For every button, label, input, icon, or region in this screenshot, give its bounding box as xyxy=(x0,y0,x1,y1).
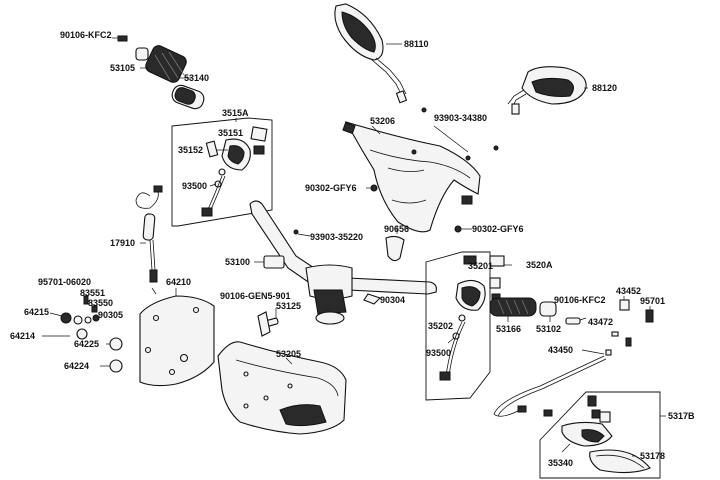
label-90106-kfc2-b: 90106-KFC2 xyxy=(554,295,606,305)
label-90656: 90656 xyxy=(384,224,409,234)
label-53125: 53125 xyxy=(276,301,301,311)
label-35151: 35151 xyxy=(218,128,243,138)
label-53166: 53166 xyxy=(496,324,521,334)
label-35152: 35152 xyxy=(178,145,203,155)
label-90304: 90304 xyxy=(380,295,405,305)
label-90302-gfy6-b: 90302-GFY6 xyxy=(472,224,524,234)
label-93903-34380: 93903-34380 xyxy=(434,113,487,123)
label-90106-kfc2-a: 90106-KFC2 xyxy=(60,30,112,40)
label-64214: 64214 xyxy=(10,331,35,341)
screw-90302-upper xyxy=(366,184,378,192)
windshield-64210 xyxy=(139,288,215,387)
label-83550: 83550 xyxy=(88,298,113,308)
label-35340: 35340 xyxy=(548,458,573,468)
grip-end-weight xyxy=(135,47,149,61)
label-93500-b: 93500 xyxy=(426,348,451,358)
label-64225: 64225 xyxy=(74,339,99,349)
label-93500-a: 93500 xyxy=(182,181,207,191)
label-53105: 53105 xyxy=(110,63,135,73)
label-90305: 90305 xyxy=(98,310,123,320)
rear-handlebar-cover-53206 xyxy=(342,107,499,233)
brake-small-parts xyxy=(605,296,654,356)
label-53140: 53140 xyxy=(184,73,209,83)
label-95701: 95701 xyxy=(640,296,665,306)
right-switch-assembly-3520a xyxy=(425,251,512,401)
label-17910: 17910 xyxy=(110,238,135,248)
label-88110: 88110 xyxy=(404,39,429,49)
label-64210: 64210 xyxy=(166,277,191,287)
label-64215: 64215 xyxy=(24,307,49,317)
left-mirror-88110 xyxy=(334,3,408,104)
label-3515a: 3515A xyxy=(222,108,249,118)
grip-bolt xyxy=(117,35,128,42)
label-90302-gfy6-a: 90302-GFY6 xyxy=(305,183,357,193)
label-53102: 53102 xyxy=(536,324,561,334)
throttle-cable-17910 xyxy=(135,185,163,295)
brake-lever-assembly-5317b xyxy=(539,391,666,479)
part-labels: 90106-KFC2 53105 53140 88110 88120 3515A… xyxy=(10,30,695,468)
mount-hardware xyxy=(42,295,123,373)
left-grip-group xyxy=(112,35,205,110)
label-35202: 35202 xyxy=(428,321,453,331)
label-3520a: 3520A xyxy=(526,260,553,270)
bolt-90106-gen5-901 xyxy=(257,308,279,337)
label-35201: 35201 xyxy=(468,261,493,271)
handlebar-53100 xyxy=(249,200,437,325)
label-90106-gen5-901: 90106-GEN5-901 xyxy=(220,291,291,301)
right-grip-group xyxy=(489,297,587,325)
left-switch-assembly-3515a xyxy=(171,117,273,227)
label-43472: 43472 xyxy=(588,317,613,327)
label-95701-06020: 95701-06020 xyxy=(38,277,91,287)
label-83551: 83551 xyxy=(80,288,105,298)
label-53205: 53205 xyxy=(276,349,301,359)
front-handlebar-cover-53205 xyxy=(217,341,347,435)
label-93903-35220: 93903-35220 xyxy=(310,232,363,242)
screw-90302-lower xyxy=(454,225,472,233)
right-mirror-88120 xyxy=(507,66,588,115)
label-53100: 53100 xyxy=(225,257,250,267)
label-43450: 43450 xyxy=(548,345,573,355)
label-88120: 88120 xyxy=(592,83,617,93)
clamp-90656 xyxy=(385,226,405,262)
label-53206: 53206 xyxy=(370,116,395,126)
left-grip-53140 xyxy=(145,45,187,83)
label-53178: 53178 xyxy=(640,451,665,461)
label-64224: 64224 xyxy=(64,361,89,371)
label-43452: 43452 xyxy=(616,286,641,296)
brake-cable-43450 xyxy=(493,349,607,417)
label-5317b: 5317B xyxy=(668,411,695,421)
